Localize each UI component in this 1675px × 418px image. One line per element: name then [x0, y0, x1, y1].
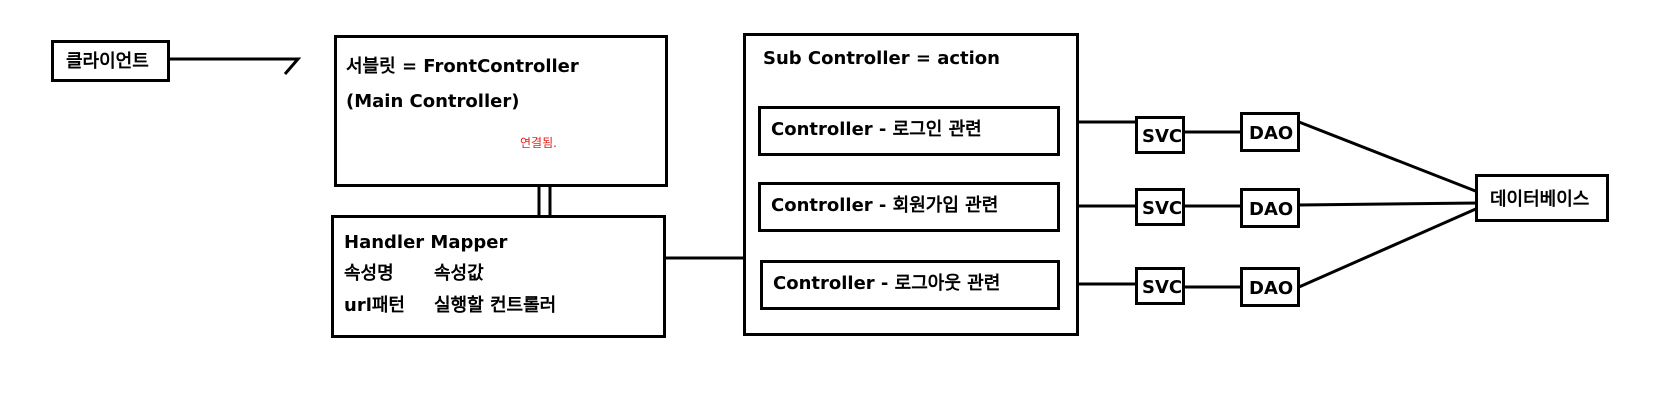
- database-label: 데이터베이스: [1490, 189, 1590, 210]
- dao-box: DAO: [1240, 188, 1300, 228]
- servlet-subtitle: (Main Controller): [346, 91, 520, 112]
- controller-signup-label: Controller - 회원가입 관련: [771, 195, 999, 216]
- sub-controller-title: Sub Controller = action: [763, 48, 1000, 69]
- client-label: 클라이언트: [66, 51, 149, 72]
- controller-logout-label: Controller - 로그아웃 관련: [773, 273, 1001, 294]
- dao1-to-db-line: [1298, 120, 1479, 194]
- dao-label: DAO: [1249, 199, 1294, 220]
- servlet-box: 서블릿 = FrontController (Main Controller): [334, 35, 668, 187]
- svc-label: SVC: [1142, 126, 1183, 147]
- connection-note: 연결됨.: [520, 136, 557, 150]
- controller-login-box: Controller - 로그인 관련: [758, 106, 1060, 156]
- svc-label: SVC: [1142, 198, 1183, 219]
- servlet-title: 서블릿 = FrontController: [346, 56, 579, 77]
- dao2-to-db-line: [1298, 201, 1479, 207]
- url-pattern-label: url패턴: [344, 295, 405, 316]
- client-box: 클라이언트: [51, 40, 170, 82]
- dao-label: DAO: [1249, 278, 1294, 299]
- dao-label: DAO: [1249, 123, 1294, 144]
- controller-signup-box: Controller - 회원가입 관련: [758, 182, 1060, 232]
- controller-label: 실행할 컨트롤러: [434, 295, 557, 316]
- svc-label: SVC: [1142, 277, 1183, 298]
- client-to-servlet-line: [165, 57, 302, 75]
- svc-box: SVC: [1135, 267, 1185, 305]
- attr-name-label: 속성명: [344, 263, 394, 284]
- dao-box: DAO: [1240, 267, 1300, 307]
- handler-mapper-box: Handler Mapper 속성명 속성값 url패턴 실행할 컨트롤러: [331, 215, 666, 338]
- database-box: 데이터베이스: [1475, 174, 1609, 222]
- svc-box: SVC: [1135, 188, 1185, 226]
- controller-login-label: Controller - 로그인 관련: [771, 119, 982, 140]
- dao3-to-db-line: [1298, 206, 1479, 289]
- svc-box: SVC: [1135, 116, 1185, 154]
- controller-logout-box: Controller - 로그아웃 관련: [760, 260, 1060, 310]
- handler-mapper-title: Handler Mapper: [344, 232, 508, 253]
- dao-box: DAO: [1240, 112, 1300, 152]
- attr-value-label: 속성값: [434, 263, 484, 284]
